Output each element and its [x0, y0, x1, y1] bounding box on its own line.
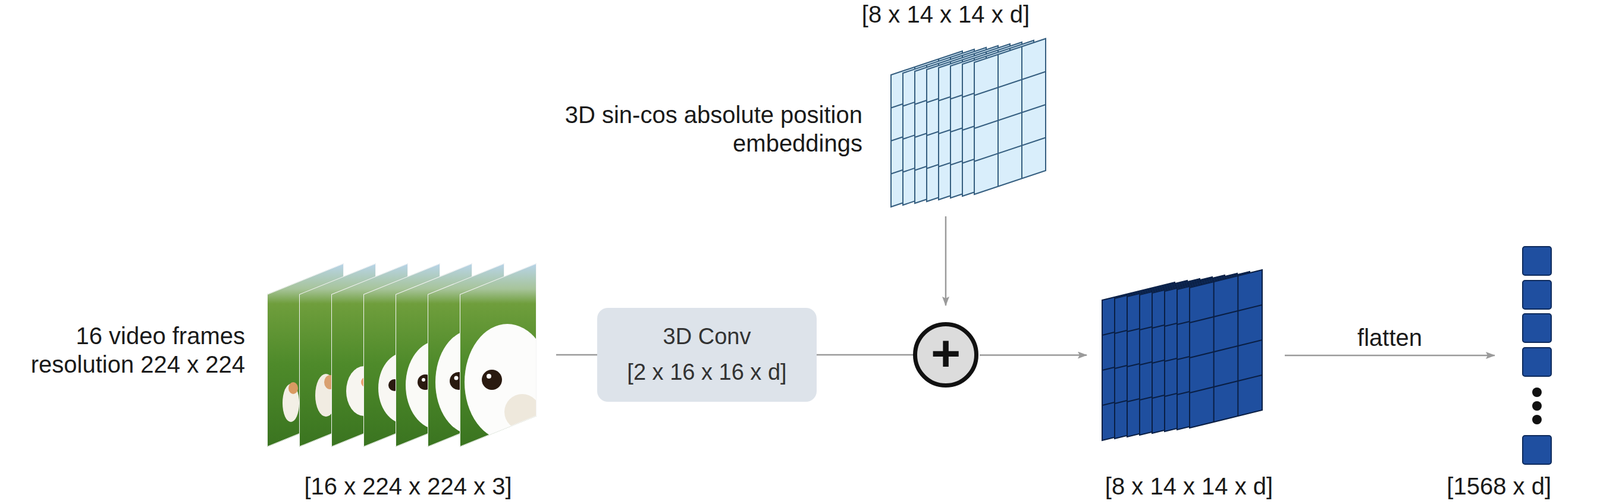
ellipsis-dot [1532, 415, 1542, 425]
video-frames-illustration [267, 263, 551, 448]
input-description: 16 video frames resolution 224 x 224 [1, 321, 246, 379]
patch-tokens: [8 x 14 x 14 x d] [1102, 270, 1263, 441]
ellipsis-dot [1532, 387, 1542, 398]
token-grid-stack [1102, 270, 1263, 441]
token-square [1522, 314, 1552, 343]
plus-symbol: + [930, 327, 961, 383]
embedding-description: 3D sin-cos absolute position embeddings [493, 100, 863, 158]
embedding-plane [974, 38, 1046, 195]
token-square [1522, 435, 1552, 465]
process-box: 3D Conv [2 x 16 x 16 x d] [597, 308, 817, 403]
dimension-label: [16 x 224 x 224 x 3] [259, 472, 557, 501]
connector-arrow [979, 354, 1087, 357]
video-frame [459, 263, 551, 448]
connector-arrow [945, 216, 947, 306]
connector-arrow [556, 354, 598, 357]
position-embedding-stack [891, 38, 1046, 207]
token-square [1522, 246, 1552, 276]
dimension-label: [8 x 14 x 14 x d] [797, 0, 1095, 29]
token-square [1522, 347, 1552, 377]
dimension-label: [8 x 14 x 14 x d] [1040, 472, 1338, 501]
token-sequence: [1568 x d] [1522, 246, 1552, 465]
token-plane [1189, 270, 1263, 429]
kernel-size: [2 x 16 x 16 x d] [626, 359, 787, 387]
token-column [1522, 246, 1552, 465]
box-title: 3D Conv [663, 323, 752, 351]
token-square [1522, 280, 1552, 310]
edge-label: flatten [1354, 323, 1425, 353]
connector-arrow [816, 354, 914, 357]
video-frames: 16 video frames resolution 224 x 224[16 … [267, 263, 551, 450]
position-embeddings: [8 x 14 x 14 x d]3D sin-cos absolute pos… [891, 38, 1046, 207]
sum-operator: + [913, 322, 979, 388]
ellipsis-dot [1532, 401, 1542, 412]
dimension-label: [1568 x d] [1313, 472, 1552, 501]
connector-arrow [1284, 355, 1495, 357]
